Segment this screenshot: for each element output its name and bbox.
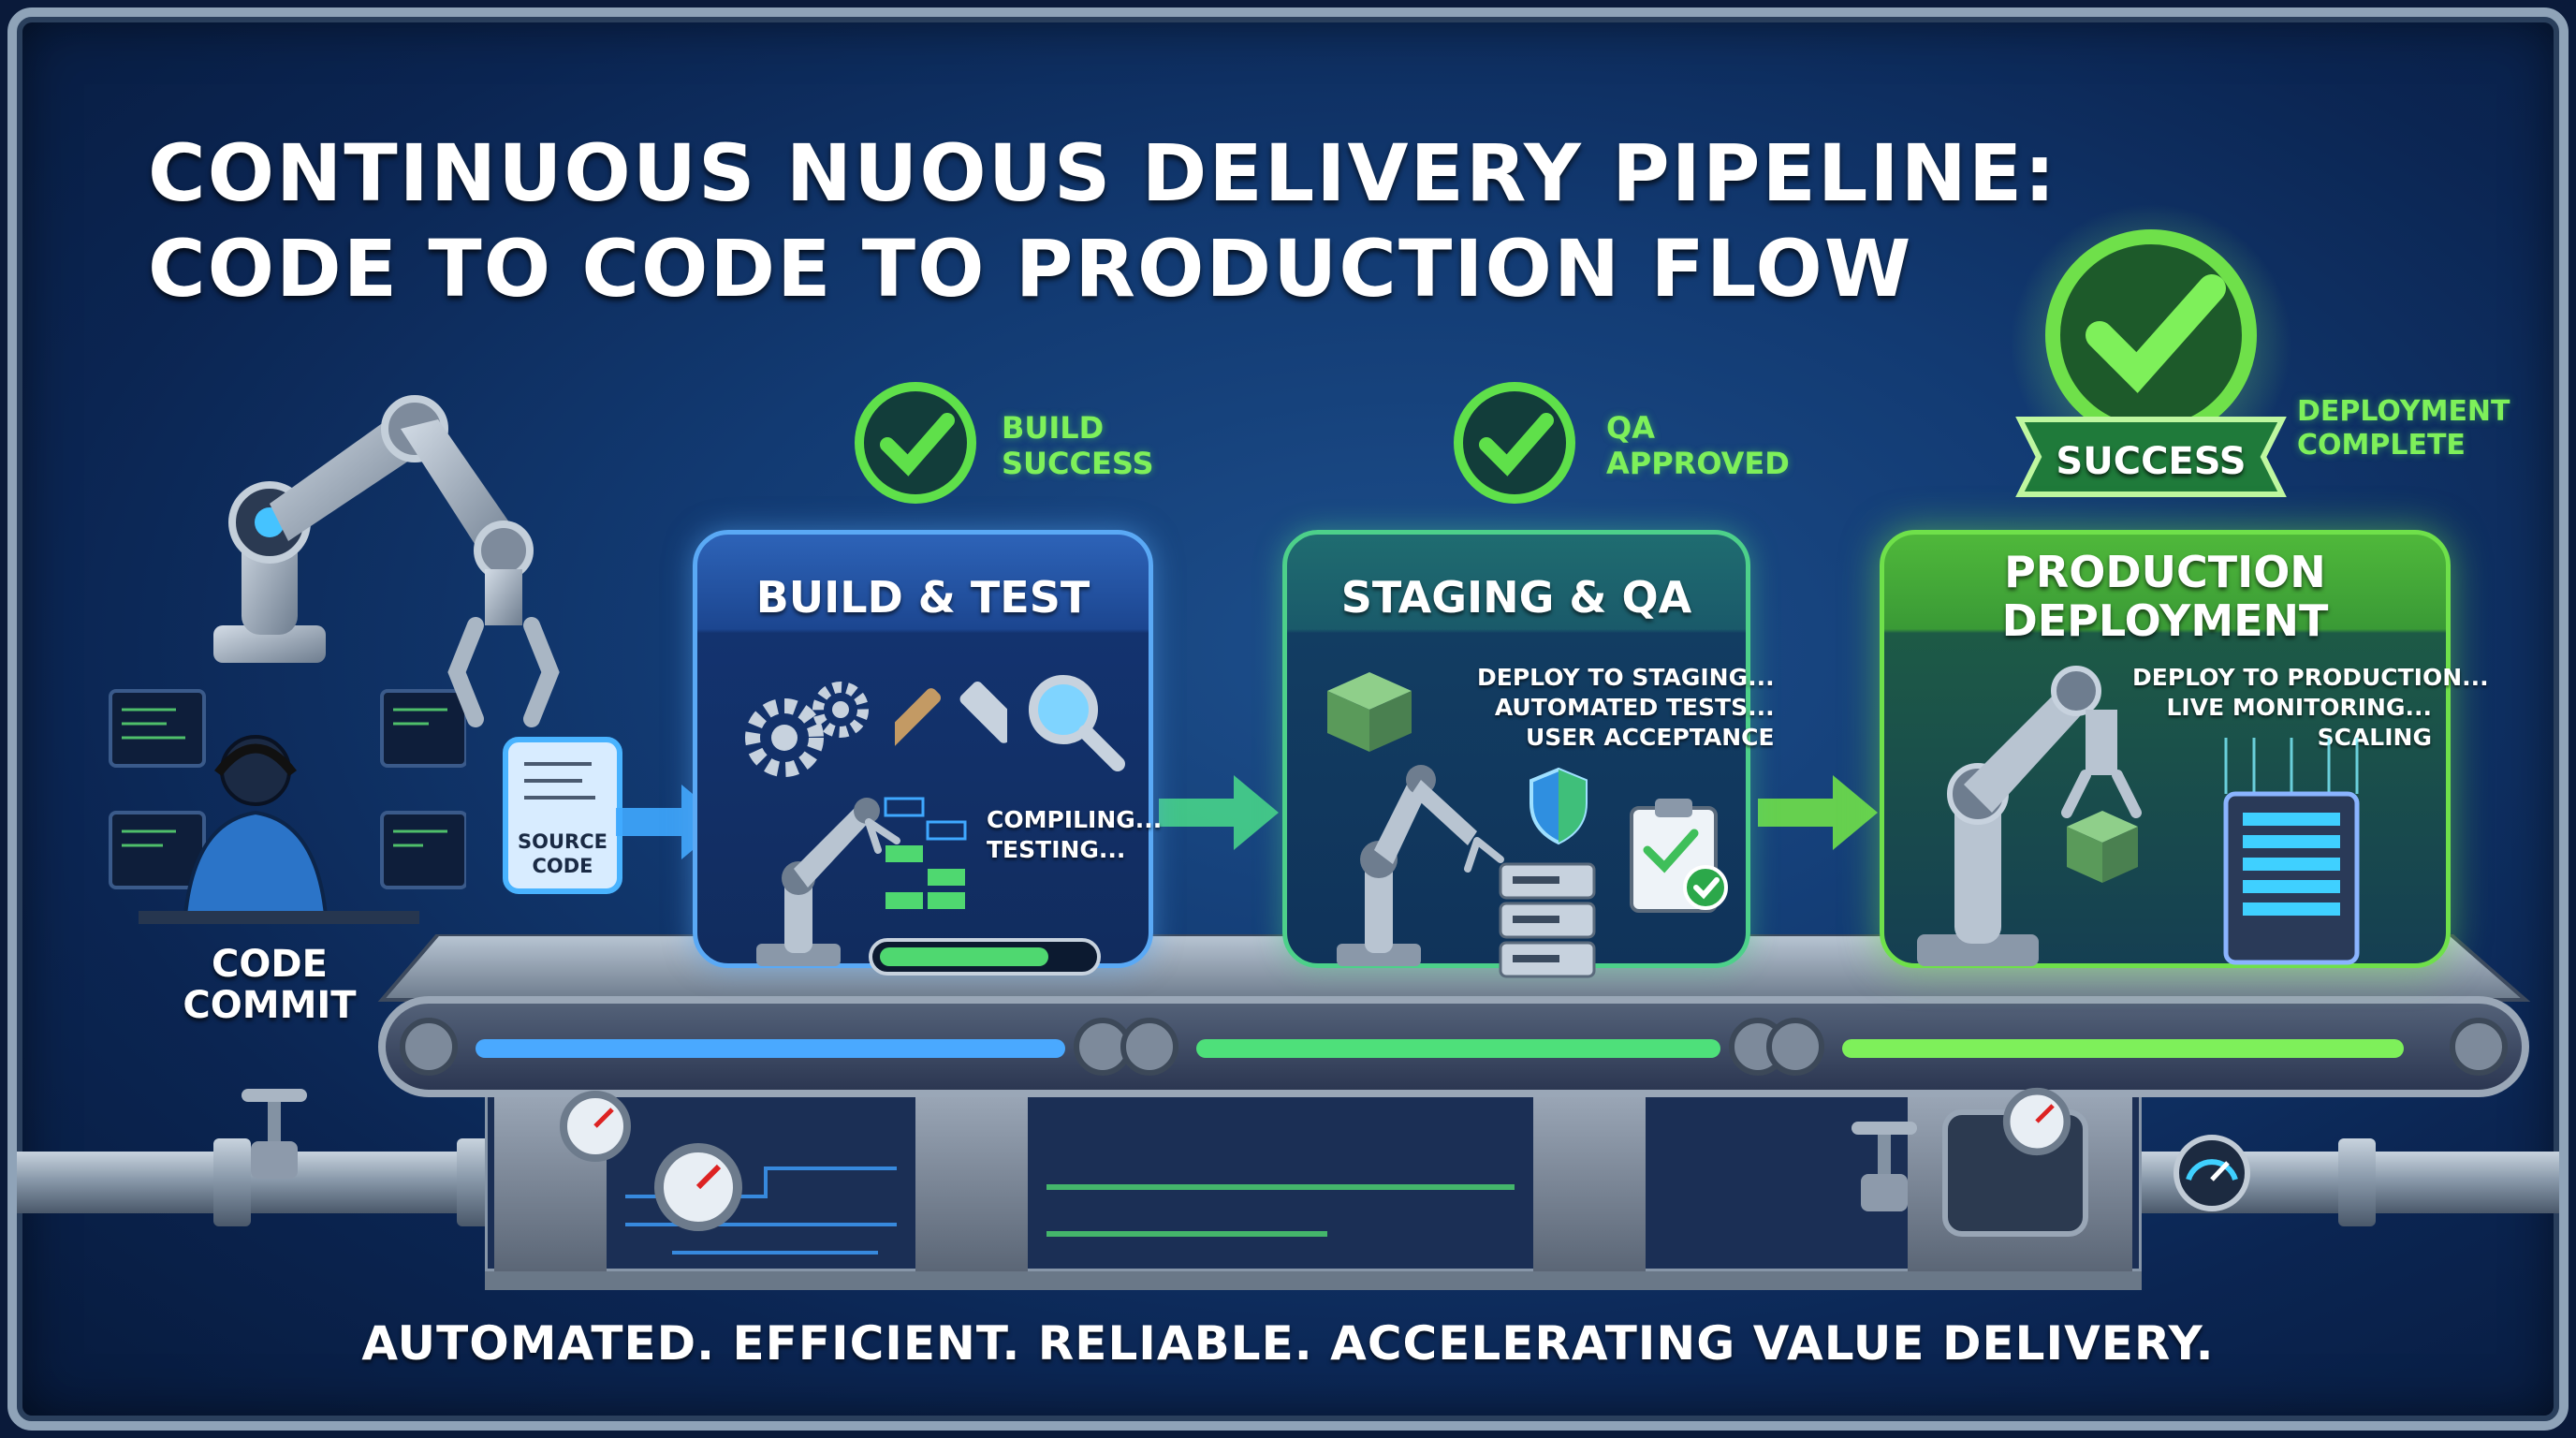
robot-arm-icon: [1337, 765, 1504, 966]
staging-status: DEPLOY TO STAGING... AUTOMATED TESTS... …: [1477, 663, 1775, 753]
gauge-icon: [2002, 1087, 2071, 1156]
production-status-line2: LIVE MONITORING...: [2166, 694, 2432, 721]
tagline: AUTOMATED. EFFICIENT. RELIABLE. ACCELERA…: [361, 1316, 2215, 1371]
deploy-badge-line1: DEPLOYMENT: [2297, 395, 2510, 428]
machine-base: [485, 1084, 2142, 1290]
build-status-line2: TESTING...: [987, 836, 1126, 863]
build-status-line1: COMPILING...: [987, 806, 1163, 833]
commit-label-line2: COMMIT: [183, 984, 357, 1027]
stage-build-title: BUILD & TEST: [755, 572, 1090, 623]
stage-staging-title: STAGING & QA: [1340, 572, 1692, 623]
gauge-icon: [560, 1091, 631, 1162]
deploy-badge-line2: COMPLETE: [2297, 429, 2466, 462]
diagram-frame: CONTINUOUS NUOUS DELIVERY PIPELINE: CODE…: [7, 7, 2569, 1431]
server-icon: [2223, 738, 2360, 965]
commit-label-line1: CODE: [212, 943, 328, 986]
valve-icon: [242, 1089, 307, 1179]
stage-production-title-line2: DEPLOYMENT: [2001, 595, 2329, 646]
build-badge-line2: SUCCESS: [1002, 446, 1154, 481]
check-badge-icon: [1454, 382, 1575, 504]
qa-approved-badge: QA APPROVED: [1606, 410, 1790, 481]
arrow-icon: [1758, 775, 1878, 850]
stage-production-title: PRODUCTION DEPLOYMENT: [1884, 548, 2446, 645]
check-badge-icon: [2011, 204, 2291, 497]
gears-icon: [745, 682, 869, 777]
gauge-icon: [654, 1143, 742, 1231]
source-code-label: SOURCE CODE: [502, 829, 623, 878]
staging-status-line3: USER ACCEPTANCE: [1526, 724, 1775, 751]
server-icon: [1499, 862, 1596, 978]
robot-arm-icon: [1917, 666, 2142, 966]
title-line-1: CONTINUOUS NUOUS DELIVERY PIPELINE:: [148, 127, 2057, 219]
magnifier-icon: [1029, 675, 1125, 771]
gauge-icon: [2174, 1135, 2250, 1211]
qa-badge-line1: QA: [1606, 410, 1655, 446]
title-line-2: CODE TO CODE TO PRODUCTION FLOW: [148, 223, 1913, 315]
robot-arm-icon: [756, 798, 900, 966]
source-code-line1: SOURCE: [518, 830, 607, 853]
progress-bar: [869, 938, 1101, 976]
staging-status-line1: DEPLOY TO STAGING...: [1477, 664, 1775, 691]
production-status-line3: SCALING: [2317, 724, 2432, 751]
valve-icon: [1852, 1122, 1917, 1211]
build-badge-line1: BUILD: [1002, 410, 1105, 446]
check-badge-icon: [855, 382, 976, 504]
staging-status-line2: AUTOMATED TESTS...: [1494, 694, 1775, 721]
clipboard-check-icon: [1630, 799, 1728, 913]
production-status-line1: DEPLOY TO PRODUCTION...: [2132, 664, 2489, 691]
robot-arm-icon: [213, 395, 560, 727]
code-blocks-icon: [884, 797, 967, 909]
document-icon: [503, 737, 622, 894]
developer-icon: [109, 689, 466, 924]
stage-production-title-line1: PRODUCTION: [2004, 547, 2326, 597]
success-ribbon-text: SUCCESS: [2056, 440, 2247, 483]
source-code-line2: CODE: [532, 855, 593, 877]
shield-icon: [1530, 767, 1588, 845]
build-success-badge: BUILD SUCCESS: [1002, 410, 1154, 481]
box-icon: [1327, 672, 1412, 752]
production-status: DEPLOY TO PRODUCTION... LIVE MONITORING.…: [2132, 663, 2489, 753]
qa-badge-line2: APPROVED: [1606, 446, 1790, 481]
hammer-icon: [895, 682, 1007, 756]
arrow-icon: [1159, 775, 1279, 850]
build-status: COMPILING... TESTING...: [987, 805, 1162, 865]
commit-label: CODE COMMIT: [157, 944, 382, 1026]
deployment-complete-badge: DEPLOYMENT COMPLETE: [2297, 395, 2510, 462]
